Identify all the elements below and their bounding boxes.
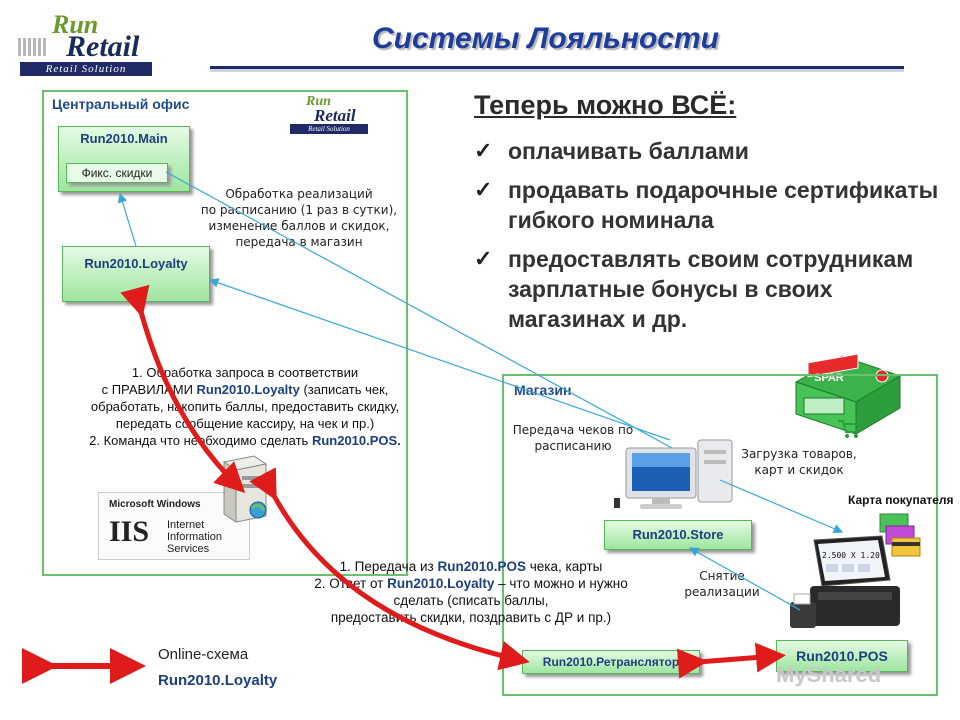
processing-line2-pre: с ПРАВИЛАМИ	[101, 382, 197, 397]
processing-line3: обработать, накопить баллы, предоставить…	[90, 399, 400, 414]
feature-item: ✓ продавать подарочные сертификаты гибког…	[474, 175, 944, 235]
transfer-line2: 2. Ответ от Run2010.Loyalty – что можно …	[264, 575, 678, 592]
relay-box-label: Run2010.Ретранслятор	[542, 655, 680, 669]
store-box-label: Run2010.Store	[632, 527, 724, 542]
logo-run: Run	[52, 10, 99, 39]
processing-note: 1. Обработка запроса в соответствии с ПР…	[46, 364, 444, 449]
watermark: MyShared	[776, 662, 882, 687]
small-logo: Run Retail Retail Solution	[284, 94, 368, 136]
goods-note: Загрузка товаров, карт и скидок	[741, 447, 857, 477]
transfer-line2-bold: Run2010.Loyalty	[387, 576, 495, 591]
transfer-line4: предоставить скидки, поздравить с ДР и п…	[330, 610, 612, 625]
processing-line5: 2. Команда что необходимо сделать Run201…	[46, 432, 444, 449]
check-icon: ✓	[474, 177, 493, 202]
central-office-label: Центральный офис	[52, 96, 190, 112]
processing-line2: с ПРАВИЛАМИ Run2010.Loyalty (записать че…	[46, 381, 444, 398]
iis-text1: Internet	[167, 519, 205, 531]
check-icon: ✓	[474, 246, 493, 271]
iis-ms: Microsoft Windows	[109, 499, 201, 510]
shopping-cart-icon	[838, 420, 861, 438]
processing-line5-pre: 2. Команда что необходимо сделать	[89, 433, 312, 448]
logo-tagline: Retail Solution	[20, 62, 152, 76]
processing-line1: 1. Обработка запроса в соответствии	[131, 365, 359, 380]
schedule-note: Обработка реализаций по расписанию (1 ра…	[200, 187, 398, 249]
pos-box-label: Run2010.POS	[796, 648, 888, 664]
title-rule	[210, 66, 904, 72]
small-logo-retail: Retail	[314, 106, 356, 125]
processing-line5-bold: Run2010.POS.	[311, 433, 401, 448]
server-icon	[222, 455, 268, 523]
pos-box[interactable]: Run2010.POS	[776, 640, 908, 672]
logo-pattern	[18, 38, 46, 56]
transfer-line3: сделать (списать баллы,	[393, 593, 549, 608]
page-title: Системы Лояльности	[372, 22, 719, 55]
legend-bold: Run2010.Loyalty	[158, 672, 278, 689]
iis-text: Internet Information Services	[167, 519, 222, 555]
small-logo-run: Run	[306, 94, 331, 109]
relay-box[interactable]: Run2010.Ретранслятор	[522, 650, 700, 674]
feature-item: ✓ оплачивать баллами	[474, 136, 944, 166]
transfer-line1-pre: 1. Передача из	[339, 559, 438, 574]
transfer-line1: 1. Передача из Run2010.POS чека, карты	[264, 558, 678, 575]
feature-text: продавать подарочные сертификаты гибкого…	[508, 177, 939, 233]
transfer-line1-post: чека, карты	[526, 559, 603, 574]
loyalty-box-label: Run2010.Loyalty	[84, 256, 188, 271]
pos-terminal-icon: 2.500 X 1.20	[790, 535, 900, 628]
sales-note: Снятие реализации	[684, 569, 760, 599]
processing-line2-bold: Run2010.Loyalty	[196, 382, 300, 397]
transfer-line2-post: – что можно и нужно	[494, 576, 628, 591]
transfer-line2-pre: 2. Ответ от	[314, 576, 388, 591]
feature-text: оплачивать баллами	[508, 138, 749, 164]
small-logo-tagline: Retail Solution	[290, 124, 368, 134]
legend-title: Online-схема	[158, 646, 249, 663]
iis-text3: Services	[167, 543, 210, 555]
store-box[interactable]: Run2010.Store	[604, 520, 752, 550]
iis-big: IIS	[109, 515, 150, 548]
main-box-label: Run2010.Main	[80, 131, 168, 146]
transfer-note: 1. Передача из Run2010.POS чека, карты 2…	[264, 558, 678, 626]
check-icon: ✓	[474, 138, 493, 163]
discount-box[interactable]: Фикс. скидки	[66, 163, 168, 183]
feature-text: предоставлять своим сотрудникам зарплатн…	[508, 246, 914, 332]
feature-list: ✓ оплачивать баллами ✓ продавать подарочны…	[474, 136, 944, 343]
runretail-logo: Run Retail Retail Solution	[14, 8, 154, 76]
headline: Теперь можно ВСЁ:	[474, 90, 737, 120]
pos-screen-text: 2.500 X 1.20	[822, 551, 880, 560]
store-label: Магазин	[514, 382, 572, 398]
iis-logo: Microsoft Windows IIS Internet Informati…	[98, 492, 250, 560]
feature-item: ✓ предоставлять своим сотрудникам зарплат…	[474, 244, 944, 334]
discount-box-label: Фикс. скидки	[81, 166, 153, 180]
card-label: Карта покупателя	[848, 493, 954, 507]
processing-line2-post: (записать чек,	[299, 382, 389, 397]
customer-card-icon	[879, 513, 921, 557]
logo-retail: Retail	[66, 30, 140, 63]
processing-line4: передать сообщение кассиру, на чек и пр.…	[115, 416, 375, 431]
loyalty-box[interactable]: Run2010.Loyalty	[62, 246, 210, 302]
transfer-line1-bold: Run2010.POS	[437, 559, 527, 574]
computer-icon	[614, 439, 733, 509]
iis-text2: Information	[167, 531, 223, 543]
